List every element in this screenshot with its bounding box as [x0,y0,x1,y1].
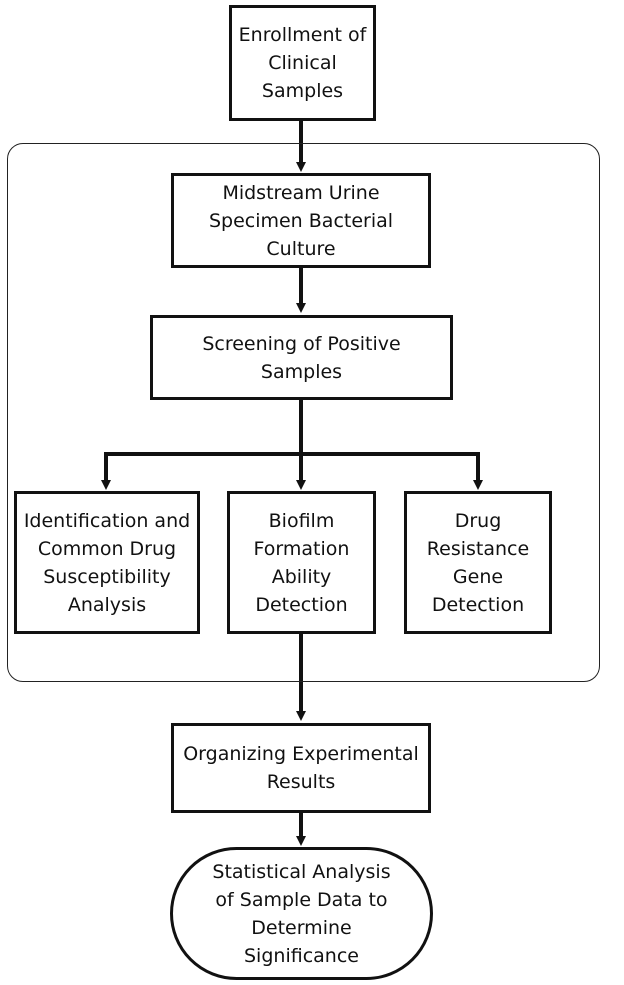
node-biofilm-label: Biofilm Formation Ability Detection [253,509,350,616]
node-biofilm: Biofilm Formation Ability Detection [227,491,376,634]
node-identification: Identification and Common Drug Susceptib… [14,491,200,634]
node-culture-label: Midstream Urine Specimen Bacterial Cultu… [208,181,394,260]
node-organizing-label: Organizing Experimental Results [183,743,419,793]
node-statistical-label: Statistical Analysis of Sample Data to D… [212,860,391,967]
node-enrollment: Enrollment of Clinical Samples [229,5,376,121]
node-enrollment-label: Enrollment of Clinical Samples [238,24,367,102]
node-screening-label: Screening of Positive Samples [202,332,401,383]
node-resistance: Drug Resistance Gene Detection [404,491,552,634]
node-organizing: Organizing Experimental Results [171,723,431,813]
node-statistical: Statistical Analysis of Sample Data to D… [170,847,433,980]
node-culture: Midstream Urine Specimen Bacterial Cultu… [171,173,431,268]
node-identification-label: Identification and Common Drug Susceptib… [23,509,191,616]
node-screening: Screening of Positive Samples [150,315,453,400]
node-resistance-label: Drug Resistance Gene Detection [426,509,530,616]
laboratory-process-frame [7,143,600,682]
